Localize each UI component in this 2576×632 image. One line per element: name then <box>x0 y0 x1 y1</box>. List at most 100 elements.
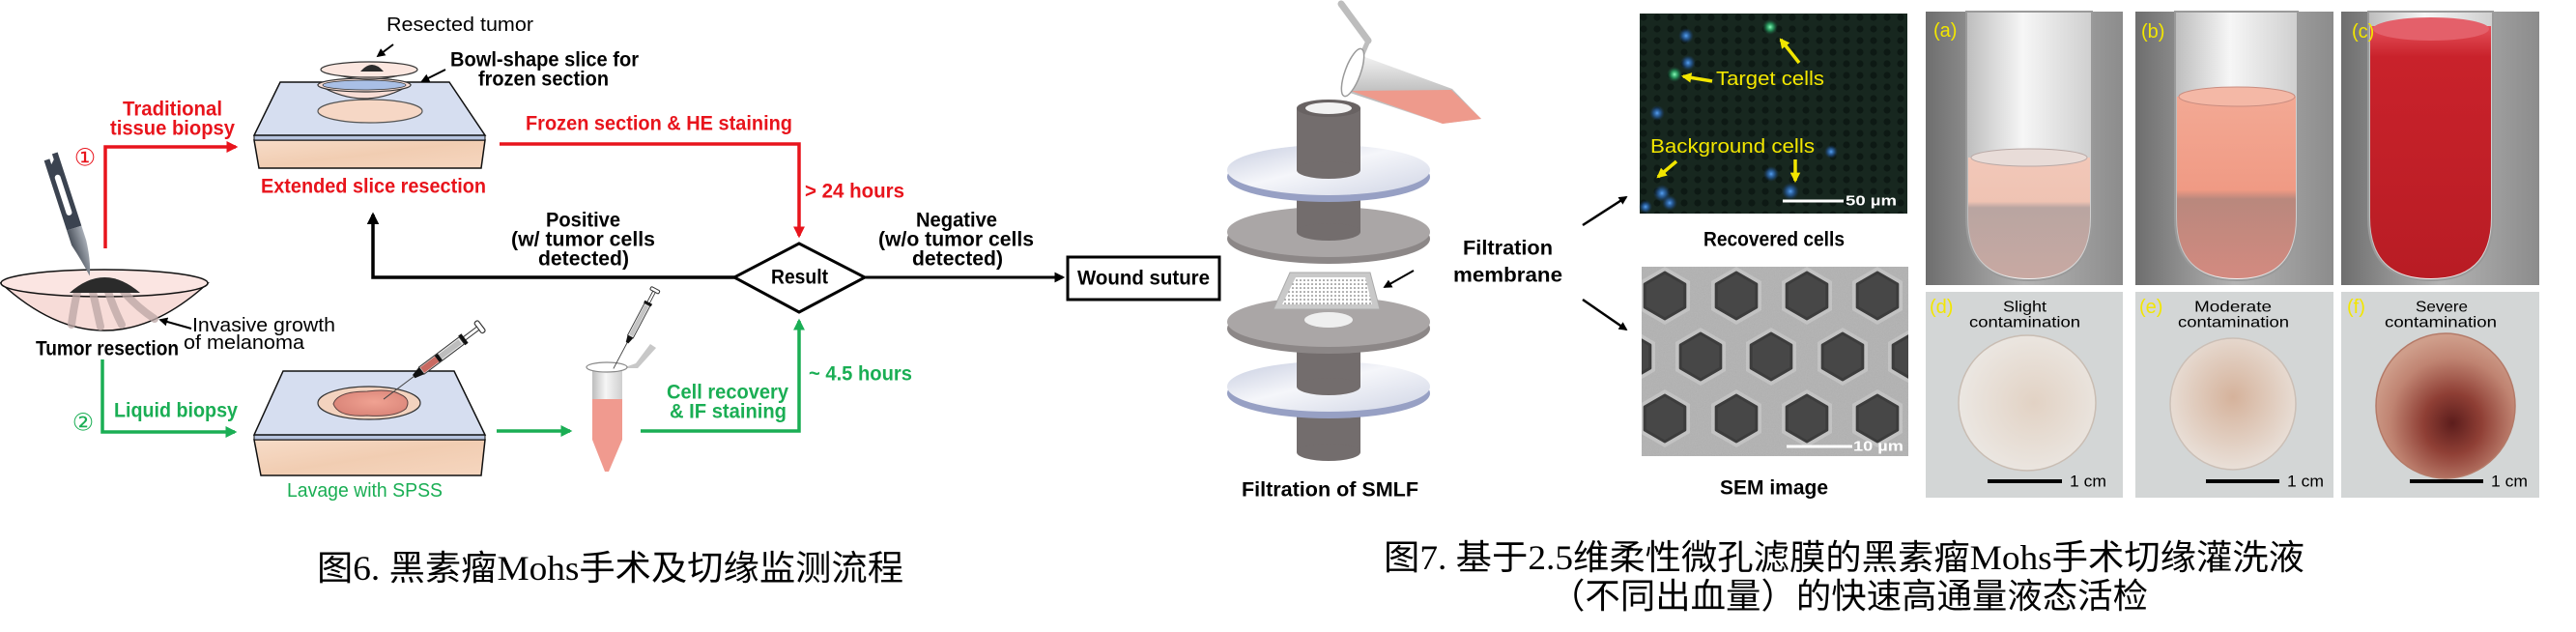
sem-image-title: SEM image <box>1720 477 1828 500</box>
sem-pore <box>1643 271 1687 321</box>
target-cells-label: Target cells <box>1716 69 1824 90</box>
pouring-tube-icon <box>1337 0 1481 124</box>
frozen-section-bowl-slice <box>316 77 413 100</box>
background-cell <box>1678 28 1694 43</box>
contamination-level: Slight <box>2003 300 2047 316</box>
positive-label-line3: detected) <box>538 248 629 271</box>
traditional-duration-label: > 24 hours <box>805 181 904 203</box>
background-cell <box>1763 166 1779 182</box>
background-cell <box>1662 195 1677 211</box>
membrane-photo-d: (d) Slight contamination 1 cm <box>1926 292 2123 498</box>
target-cell <box>1667 67 1682 82</box>
tumor-resection-illustration: Invasive growth of melanoma Tumor resect… <box>0 152 335 360</box>
extended-slice-tissue-block <box>252 61 487 169</box>
negative-label: Negative <box>916 210 997 232</box>
filtration-of-smlf-label: Filtration of SMLF <box>1242 479 1418 502</box>
target-cell-arrow <box>1680 72 1713 83</box>
positive-label: Positive <box>546 210 620 232</box>
sem-pore <box>1891 334 1908 379</box>
filtration-membrane-chip <box>1273 272 1381 310</box>
wound-suture-label: Wound suture <box>1077 268 1210 290</box>
tissue-block-front <box>253 439 486 476</box>
recovered-cells-fluorescence-image: Target cells Background cells 50 µm <box>1639 14 1907 214</box>
background-cell <box>1639 200 1652 214</box>
liquid-biopsy-label: Liquid biopsy <box>114 400 238 422</box>
background-cell-arrow <box>1656 159 1678 179</box>
negative-label-line2: (w/o tumor cells <box>878 229 1034 251</box>
contamination-label: contamination <box>2178 315 2289 331</box>
background-cell <box>1824 145 1838 158</box>
resected-tumor-label: Resected tumor <box>386 14 533 36</box>
traditional-biopsy-label: Traditional <box>123 99 222 121</box>
panel-label: (c) <box>2352 21 2374 43</box>
invasive-growth-label-line2: of melanoma <box>184 332 305 354</box>
scale-bar-label: 1 cm <box>2070 473 2106 491</box>
sem-image: 10 µm <box>1642 267 1908 456</box>
background-cell <box>1649 105 1665 121</box>
filtration-membrane-label: Filtration <box>1463 238 1553 260</box>
frozen-section-arrow <box>500 142 805 239</box>
cell-recovery-arrow <box>641 318 805 433</box>
sem-pore <box>1785 271 1829 321</box>
frozen-section-label: Frozen section & HE staining <box>526 113 792 135</box>
to-sem-image-arrow <box>1582 298 1628 331</box>
panel-label: (a) <box>1933 20 1957 42</box>
invasive-roots <box>68 288 158 330</box>
scale-bar-label: 1 cm <box>2491 473 2528 491</box>
filtration-membrane-label-line2: membrane <box>1453 265 1562 287</box>
sem-pore <box>1855 393 1900 444</box>
to-recovered-cells-arrow <box>1582 195 1628 227</box>
inlet-cylinder <box>1297 100 1360 179</box>
traditional-biopsy-arrow <box>103 141 239 248</box>
membrane-sample <box>2375 332 2516 479</box>
panel-label: (f) <box>2347 297 2365 318</box>
contamination-level: Severe <box>2416 300 2468 316</box>
tube-photo-b: (b) <box>2135 11 2333 285</box>
background-cells-label: Background cells <box>1650 136 1815 158</box>
cell-recovery-label: Cell recovery <box>667 382 788 404</box>
positive-feedback-arrow <box>366 212 734 279</box>
tumor-resection-label: Tumor resection <box>36 338 179 360</box>
result-label: Result <box>771 267 828 289</box>
background-cell <box>1782 183 1799 200</box>
sem-pore <box>1820 331 1865 382</box>
bowl-slice-arrow <box>420 69 446 82</box>
path-2-marker: ② <box>72 409 94 437</box>
wound-suture-box <box>1066 255 1221 302</box>
membrane-sample <box>1958 334 2097 472</box>
scale-bar-label: 1 cm <box>2287 473 2324 491</box>
syringe-icon <box>613 286 661 369</box>
sem-pore <box>1714 271 1759 321</box>
membrane-sample <box>2169 337 2297 471</box>
membrane-pointer-arrow <box>1383 270 1415 288</box>
melanoma-tumor <box>70 277 140 293</box>
panel-label: (e) <box>2139 297 2162 318</box>
tube-photo-c: (c) <box>2341 11 2539 285</box>
tissue-block-front <box>253 139 486 169</box>
scalpel-icon <box>43 152 91 276</box>
wound-bed <box>332 389 409 417</box>
bowl-slice-label-line2: frozen section <box>478 69 609 91</box>
panel-label: (d) <box>1930 297 1953 318</box>
background-cell <box>1680 55 1696 71</box>
inlet-opening <box>1305 102 1352 114</box>
scale-bar-label: 10 µm <box>1853 439 1903 455</box>
resected-tumor-bowl <box>320 61 418 80</box>
contamination-label: contamination <box>1969 315 2080 331</box>
target-cell-arrow <box>1779 38 1801 65</box>
sem-pore-array <box>1642 267 1908 447</box>
figure-6-workflow: Invasive growth of melanoma Tumor resect… <box>0 14 1221 588</box>
negative-label-line3: detected) <box>912 248 1003 271</box>
sem-pore <box>1678 331 1723 382</box>
filtration-device <box>1227 100 1430 461</box>
cell-recovery-label-line2: & IF staining <box>670 401 787 423</box>
scale-bar-label: 50 µm <box>1846 193 1897 210</box>
panel-label: (b) <box>2141 21 2164 43</box>
invasive-growth-arrow <box>158 317 192 330</box>
liquid-biopsy-arrow <box>100 359 238 438</box>
recovered-cells-title: Recovered cells <box>1703 229 1845 251</box>
sem-pore <box>1642 338 1652 375</box>
target-cell <box>1762 19 1778 35</box>
sem-pore <box>1643 393 1687 444</box>
